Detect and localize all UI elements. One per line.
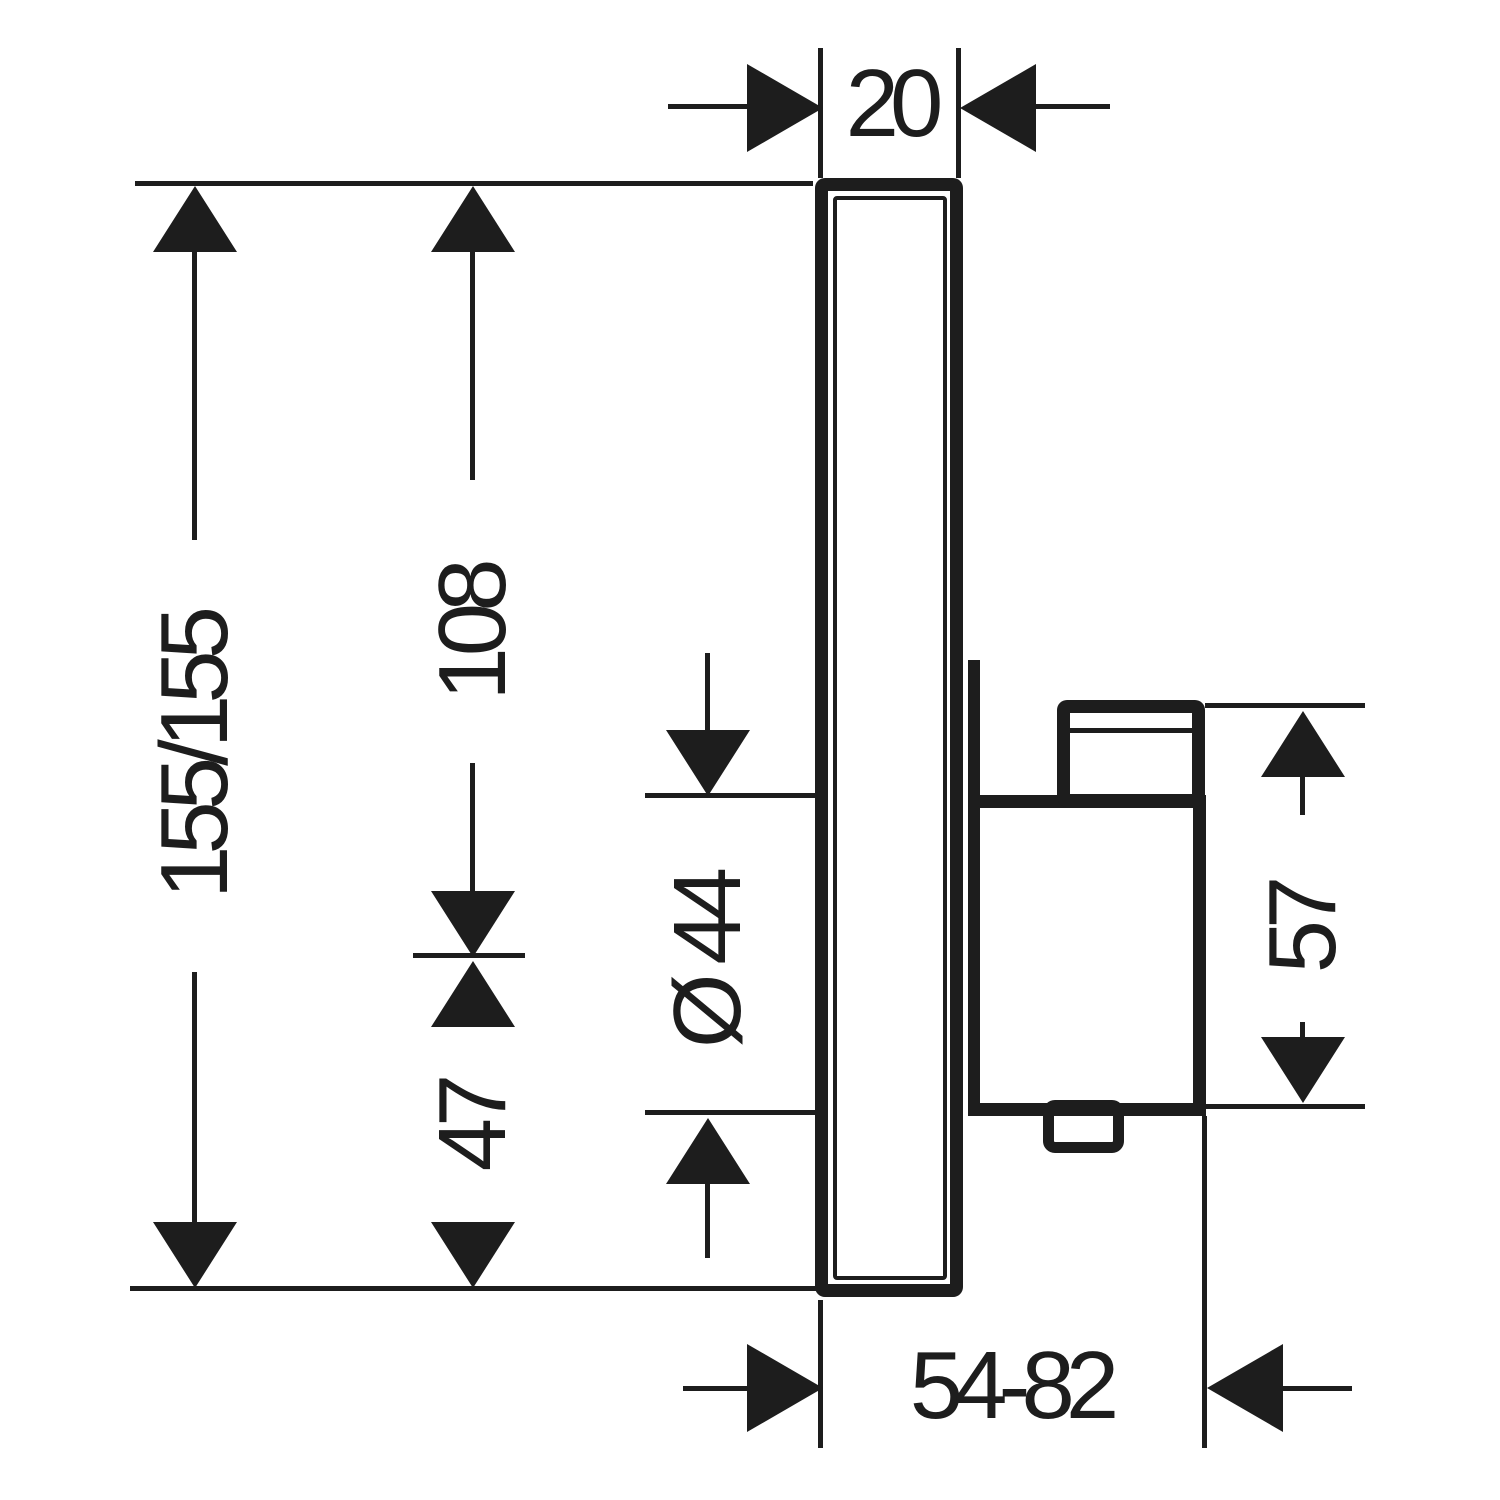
dim-20-leader-right <box>1036 104 1110 109</box>
dim-44-label: Ø 44 <box>654 875 761 1049</box>
extension-line-depth-right <box>1202 1116 1207 1448</box>
arrowhead-down-icon <box>431 1222 515 1288</box>
stop-unit-outline <box>1057 700 1205 807</box>
arrowhead-up-icon <box>431 186 515 252</box>
extension-line-plate-back <box>956 48 961 178</box>
dim-44-line-lower <box>705 1184 710 1258</box>
arrowhead-up-icon <box>153 186 237 252</box>
extension-line-bottom <box>130 1286 816 1291</box>
extension-line-body-bottom <box>1206 1104 1365 1109</box>
arrowhead-down-icon <box>1261 1037 1345 1103</box>
arrowhead-up-icon <box>431 961 515 1027</box>
dim-108-label: 108 <box>419 567 526 701</box>
stop-unit-inner-line <box>1070 728 1192 733</box>
dim-44-tick-lower <box>645 1110 815 1115</box>
dim-57-line-upper <box>1300 777 1305 815</box>
dim-57-line-lower <box>1300 1022 1305 1040</box>
bottom-clip-outline <box>1043 1100 1124 1153</box>
extension-line-top <box>135 181 813 186</box>
dim-155-line-upper <box>192 252 197 540</box>
dim-108-line-upper <box>470 252 475 480</box>
dim-44-tick-upper <box>645 793 815 798</box>
arrowhead-up-icon <box>1261 711 1345 777</box>
arrowhead-down-icon <box>666 730 750 796</box>
axis-tick-47 <box>413 953 525 958</box>
extension-line-body-top <box>1205 703 1365 708</box>
arrowhead-down-icon <box>431 891 515 957</box>
valve-body-left-edge <box>968 660 980 1116</box>
dim-20-leader-left <box>668 104 748 109</box>
dim-44-line-upper <box>705 653 710 731</box>
arrowhead-left-icon <box>960 64 1036 152</box>
dim-57-label: 57 <box>1249 884 1356 974</box>
wall-plate-inner-outline <box>833 196 947 1280</box>
wall-plate-outer-outline <box>815 178 963 1297</box>
arrowhead-up-icon <box>666 1118 750 1184</box>
valve-body-right-edge <box>1193 795 1206 1116</box>
dim-155-label: 155/155 <box>141 614 248 900</box>
dim-108-line-lower <box>470 763 475 893</box>
dim-5482-leader-right <box>1282 1386 1352 1391</box>
arrowhead-right-icon <box>747 1344 823 1432</box>
dim-5482-label: 54-82 <box>909 1332 1120 1440</box>
arrowhead-left-icon <box>1207 1344 1283 1432</box>
arrowhead-right-icon <box>747 64 823 152</box>
dim-47-label: 47 <box>419 1082 526 1172</box>
dim-155-line-lower <box>192 972 197 1225</box>
dim-5482-leader-left <box>683 1386 747 1391</box>
dim-20-label: 20 <box>845 50 944 158</box>
arrowhead-down-icon <box>153 1222 237 1288</box>
